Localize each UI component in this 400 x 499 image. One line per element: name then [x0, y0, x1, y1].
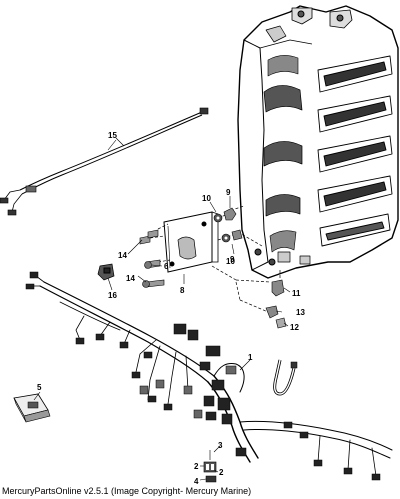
callout-4: 4 — [194, 477, 199, 486]
callout-3: 3 — [218, 441, 223, 450]
copyright-caption: MercuryPartsOnline v2.5.1 (Image Copyrig… — [2, 486, 252, 496]
callout-6: 6 — [164, 262, 169, 271]
hardware-parts — [97, 207, 287, 329]
callout-numbers: 15 10 9 14 6 14 9 10 16 8 11 13 12 1 5 3… — [37, 131, 305, 486]
item-1-main-harness — [25, 271, 393, 481]
callout-5: 5 — [37, 383, 42, 392]
callout-9-top: 9 — [226, 188, 231, 197]
engine-block — [237, 5, 399, 279]
callout-1: 1 — [248, 353, 253, 362]
callout-2-left: 2 — [194, 462, 199, 471]
callout-10-top: 10 — [202, 194, 211, 203]
item-8-bracket — [163, 211, 219, 273]
callout-13: 13 — [296, 308, 305, 317]
item-12-tube — [273, 359, 298, 396]
callout-15: 14 — [118, 251, 127, 260]
items-2-3-4-fuse-holder — [203, 450, 217, 483]
item-5-cover — [13, 393, 51, 423]
callout-leaders — [33, 137, 291, 481]
callout-8: 8 — [180, 286, 185, 295]
callout-12: 12 — [290, 323, 299, 332]
callout-10-bottom: 10 — [226, 257, 235, 266]
callout-2-right: 2 — [219, 468, 224, 477]
item-7-harness — [0, 107, 209, 216]
callout-9-bottom: 9 — [230, 255, 235, 264]
callout-11: 11 — [292, 289, 301, 298]
callout-16: 16 — [108, 291, 117, 300]
callout-14: 14 — [126, 274, 135, 283]
callout-7: 15 — [108, 131, 117, 140]
